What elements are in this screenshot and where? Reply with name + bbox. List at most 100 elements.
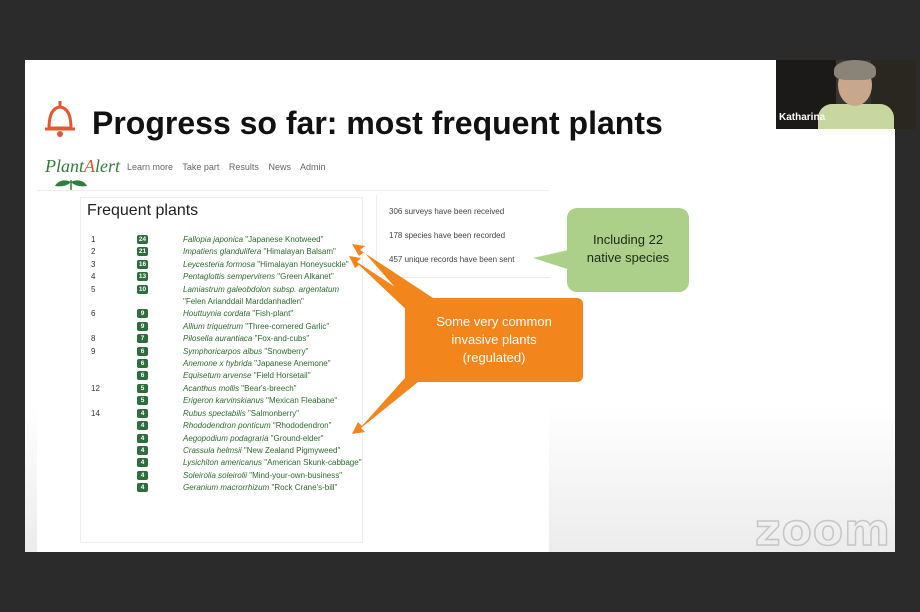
plant-common-name: "Fox-and-cubs" — [254, 334, 310, 344]
participant-video-tile[interactable]: Katharina — [776, 60, 916, 129]
nav-take-part[interactable]: Take part — [182, 162, 220, 172]
plant-latin-name: Houttuynia cordata — [183, 309, 251, 319]
participant-body — [818, 104, 894, 129]
plant-row: 6 9 Houttuynia cordata "Fish-plant" — [81, 308, 362, 320]
nav-learn-more[interactable]: Learn more — [127, 162, 174, 172]
plant-name[interactable]: Anemone x hybrida "Japanese Anemone" — [183, 358, 362, 370]
plant-row: 3 16 Leycesteria formosa "Himalayan Honeys… — [81, 259, 362, 271]
logo-text-lert: lert — [95, 156, 120, 176]
nav-news[interactable]: News — [268, 162, 291, 172]
plant-latin-name: Allium triquetrum — [183, 321, 244, 331]
plant-name[interactable]: Impatiens glandulifera "Himalayan Balsam… — [183, 246, 362, 258]
plant-rank: 6 — [91, 309, 96, 319]
plant-common-name: "Fish-plant" — [252, 309, 294, 319]
plant-latin-name: Lamiastrum galeobdolon subsp. argentatum — [183, 284, 340, 294]
plant-name[interactable]: Crassula helmsii "New Zealand Pigmyweed" — [183, 445, 362, 457]
count-badge: 4 — [137, 408, 148, 418]
leaf-icon — [55, 180, 87, 190]
plant-name[interactable]: Allium triquetrum "Three-cornered Garlic… — [183, 321, 362, 333]
stat-surveys: 306 surveys have been received — [389, 207, 505, 216]
slide-title: Progress so far: most frequent plants — [92, 105, 663, 141]
plant-row: 5 Erigeron karvinskianus "Mexican Fleaban… — [81, 395, 362, 407]
plant-rank: 3 — [91, 259, 96, 269]
plant-rank: 8 — [91, 334, 96, 344]
plant-row: 9 Allium triquetrum "Three-cornered Garli… — [81, 321, 362, 333]
count-badge: 21 — [137, 247, 148, 257]
plant-latin-name: Acanthus mollis — [183, 383, 240, 393]
plant-name[interactable]: Soleirolia soleirolii "Mind-your-own-bus… — [183, 470, 362, 482]
count-badge: 4 — [137, 458, 148, 468]
plant-latin-name: Anemone x hybrida — [183, 359, 252, 369]
count-badge: 24 — [137, 235, 148, 244]
plant-name[interactable]: Geranium macrorrhizum "Rock Crane's-bill… — [183, 482, 362, 494]
plant-name[interactable]: Equisetum arvense "Field Horsetail" — [183, 370, 362, 382]
green-callout-line-2: native species — [586, 250, 670, 265]
plant-row: 4 Lysichiton americanus "American Skunk-c… — [81, 457, 362, 469]
plant-name[interactable]: Pilosella aurantiaca "Fox-and-cubs" — [183, 333, 362, 345]
count-badge: 9 — [137, 309, 148, 319]
plant-name[interactable]: Symphoricarpos albus "Snowberry" — [183, 346, 362, 358]
plant-name[interactable]: Fallopia japonica "Japanese Knotweed" — [183, 234, 362, 246]
plant-common-name: "Field Horsetail" — [253, 371, 311, 381]
plant-rank: 2 — [91, 247, 96, 257]
plant-name[interactable]: Erigeron karvinskianus "Mexican Fleabane… — [183, 395, 362, 407]
plant-name[interactable]: Lysichiton americanus "American Skunk-ca… — [183, 457, 362, 469]
native-species-callout: Including 22 native species — [567, 208, 689, 292]
plant-name[interactable]: Aegopodium podagraria "Ground-elder" — [183, 433, 362, 445]
plant-common-name: "Rock Crane's-bill" — [271, 483, 338, 493]
orange-arrow-1 — [352, 244, 433, 310]
plant-rank: 4 — [91, 272, 96, 282]
count-badge: 10 — [137, 284, 148, 294]
plant-latin-name: Erigeron karvinskianus — [183, 396, 264, 406]
plant-name[interactable]: Pentaglottis sempervirens "Green Alkanet… — [183, 271, 362, 283]
plant-latin-name: Geranium macrorrhizum — [183, 483, 270, 493]
orange-arrow-2 — [349, 256, 421, 316]
plant-common-name: "Japanese Knotweed" — [245, 235, 324, 244]
participant-hair — [834, 60, 876, 80]
count-badge: 5 — [137, 396, 148, 406]
count-badge: 9 — [137, 321, 148, 331]
presentation-slide: Progress so far: most frequent plants Pl… — [25, 60, 895, 552]
stat-species: 178 species have been recorded — [389, 231, 506, 240]
plant-common-name: "Ground-elder" — [270, 433, 324, 443]
plant-name[interactable]: Leycesteria formosa "Himalayan Honeysuck… — [183, 259, 362, 271]
site-navbar: PlantAlert Learn more Take part Results … — [37, 150, 549, 191]
count-badge: 16 — [137, 259, 148, 269]
panel-title: Frequent plants — [87, 202, 199, 219]
plant-common-name: "Mexican Fleabane" — [266, 396, 338, 406]
stats-panel: 306 surveys have been received 178 speci… — [376, 195, 550, 278]
plant-name[interactable]: Lamiastrum galeobdolon subsp. argentatum… — [183, 284, 362, 309]
plantalert-logo[interactable]: PlantAlert — [45, 156, 120, 177]
invasive-plants-callout: Some very common invasive plants (regula… — [405, 298, 583, 382]
plant-common-name: "Himalayan Honeysuckle" — [257, 259, 349, 269]
count-badge: 5 — [137, 383, 148, 393]
plant-common-name: "Mind-your-own-business" — [249, 470, 343, 480]
zoom-watermark: zoom — [754, 504, 891, 552]
plant-common-name: "Rhododendron" — [272, 421, 332, 431]
nav-results[interactable]: Results — [228, 162, 259, 172]
plant-name[interactable]: Acanthus mollis "Bear's-breech" — [183, 383, 362, 395]
plant-common-name: "Japanese Anemone" — [254, 359, 331, 369]
nav-admin[interactable]: Admin — [299, 162, 326, 172]
plant-common-name: "Himalayan Balsam" — [263, 247, 336, 257]
green-callout-line-1: Including 22 — [592, 232, 664, 247]
count-badge: 6 — [137, 359, 148, 369]
orange-callout-line-2: invasive plants — [451, 332, 537, 347]
plant-name[interactable]: Houttuynia cordata "Fish-plant" — [183, 308, 362, 320]
plant-name[interactable]: Rubus spectabilis "Salmonberry" — [183, 408, 362, 420]
count-badge: 4 — [137, 421, 148, 431]
plant-latin-name: Lysichiton americanus — [183, 458, 263, 468]
plant-name[interactable]: Rhododendron ponticum "Rhododendron" — [183, 420, 362, 432]
plant-rank: 9 — [91, 346, 96, 356]
logo-text-a: A — [84, 156, 95, 176]
